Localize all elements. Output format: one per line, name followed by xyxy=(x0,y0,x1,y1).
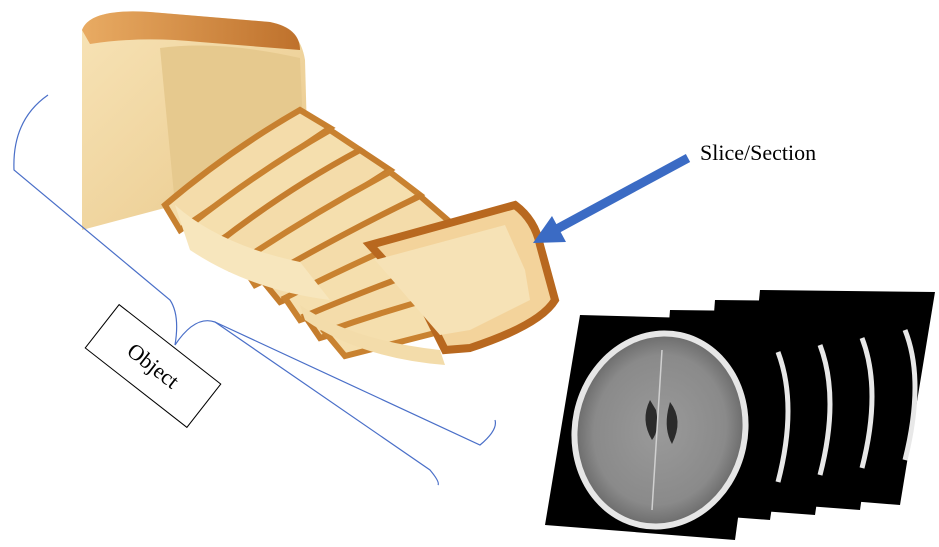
slice-section-label: Slice/Section xyxy=(700,140,816,166)
bread-loaf-icon xyxy=(82,11,555,365)
arrow-icon xyxy=(533,158,688,243)
ct-brain-scan-stack-icon xyxy=(545,290,935,546)
